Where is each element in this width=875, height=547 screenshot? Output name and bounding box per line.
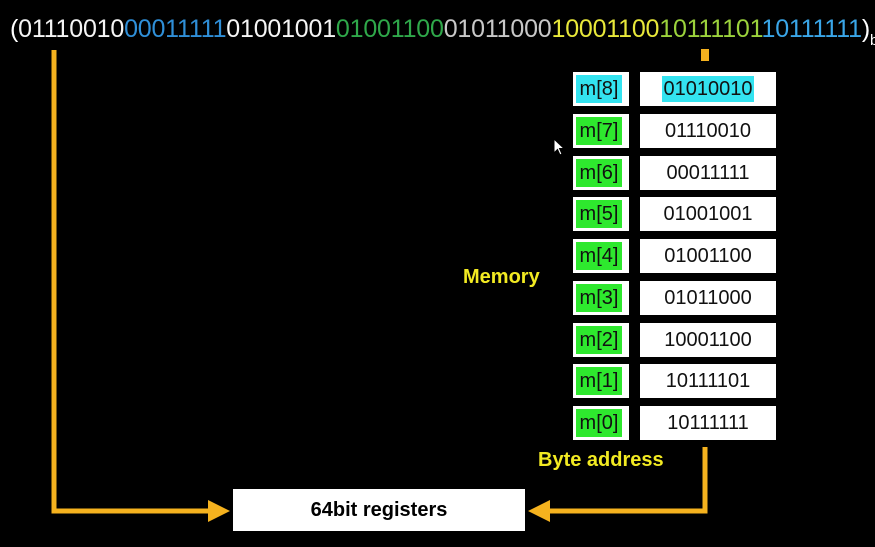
memory-value: 10001100 xyxy=(664,329,752,351)
memory-value-cell: 10111101 xyxy=(640,364,776,398)
binary-segment: 10111111 xyxy=(761,15,862,43)
memory-value: 01001100 xyxy=(664,245,752,267)
left-arrow-head xyxy=(208,500,230,522)
memory-value: 00011111 xyxy=(666,162,750,184)
binary-segments: 0111001000011111010010010100110001011000… xyxy=(18,15,862,43)
memory-label: Memory xyxy=(463,266,540,288)
memory-address: m[5] xyxy=(576,200,622,228)
byte-address-label: Byte address xyxy=(538,449,664,471)
binary-segment: 01001001 xyxy=(226,15,336,43)
memory-top-tick xyxy=(701,49,709,61)
memory-address: m[0] xyxy=(576,409,622,437)
open-paren: ( xyxy=(10,15,19,43)
memory-address: m[8] xyxy=(576,75,622,103)
memory-value: 01011000 xyxy=(664,287,752,309)
memory-address-cell: m[0] xyxy=(573,406,629,440)
binary-segment: 01001100 xyxy=(335,15,444,43)
binary-segment: 01110010 xyxy=(18,15,125,43)
memory-value: 01001001 xyxy=(663,203,753,225)
memory-value: 01110010 xyxy=(664,120,751,142)
memory-address-cell: m[3] xyxy=(573,281,629,315)
memory-address-cell: m[4] xyxy=(573,239,629,273)
right-arrow-line xyxy=(550,447,708,514)
memory-value-cell: 10111111 xyxy=(640,406,776,440)
mouse-pointer-icon xyxy=(553,138,565,156)
memory-value-cell: 01001001 xyxy=(640,197,776,231)
binary-segment: 10111101 xyxy=(659,15,762,43)
binary-string: (011100100001111101001001010011000101100… xyxy=(10,14,875,49)
memory-value-cell: 01011000 xyxy=(640,281,776,315)
memory-value-cell: 01110010 xyxy=(640,114,776,148)
binary-segment: 01011000 xyxy=(443,15,552,43)
binary-segment: 10001100 xyxy=(551,15,660,43)
memory-address-cell: m[1] xyxy=(573,364,629,398)
memory-value-cell: 01001100 xyxy=(640,239,776,273)
left-arrow-line xyxy=(51,50,208,514)
memory-value-cell: 01010010 xyxy=(640,72,776,106)
memory-address-cell: m[8] xyxy=(573,72,629,106)
memory-address: m[1] xyxy=(576,367,622,395)
memory-value: 10111111 xyxy=(667,412,749,434)
memory-address-cell: m[6] xyxy=(573,156,629,190)
memory-address: m[7] xyxy=(576,117,622,145)
memory-address: m[6] xyxy=(576,159,622,187)
binary-segment: 00011111 xyxy=(124,15,227,43)
memory-value-cell: 10001100 xyxy=(640,323,776,357)
right-arrow-head xyxy=(528,500,550,522)
binary-subscript: bin xyxy=(869,32,875,49)
memory-address: m[4] xyxy=(576,242,622,270)
memory-value: 01010010 xyxy=(661,76,755,102)
memory-address: m[3] xyxy=(576,284,622,312)
register-box: 64bit registers xyxy=(233,489,525,531)
memory-value-cell: 00011111 xyxy=(640,156,776,190)
memory-address-cell: m[2] xyxy=(573,323,629,357)
memory-address: m[2] xyxy=(576,326,622,354)
memory-value: 10111101 xyxy=(665,370,751,392)
close-paren: ) xyxy=(861,15,870,43)
memory-address-cell: m[7] xyxy=(573,114,629,148)
memory-address-cell: m[5] xyxy=(573,197,629,231)
